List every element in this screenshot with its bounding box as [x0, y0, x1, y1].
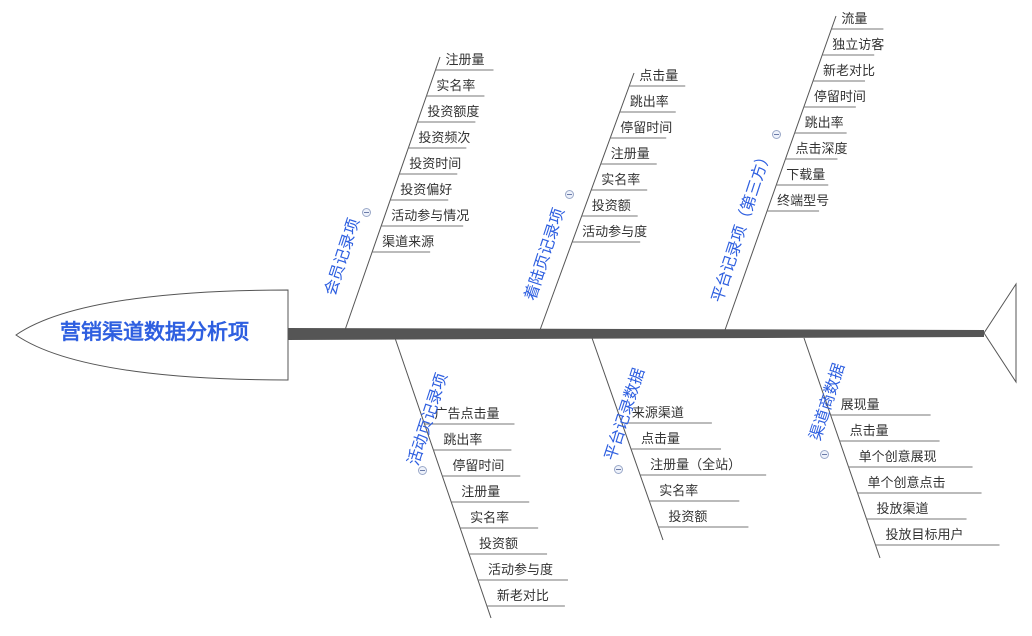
leaf-item: 实名率 — [436, 79, 476, 94]
collapse-toggle-icon[interactable] — [418, 466, 427, 475]
fish-head-shape — [15, 289, 289, 381]
leaf-item: 投资额 — [479, 537, 519, 552]
diagram-title: 营销渠道数据分析项 — [60, 320, 249, 344]
leaf-item: 独立访客 — [832, 38, 885, 53]
category-branch-line — [539, 72, 635, 331]
leaf-item: 点击量 — [639, 69, 679, 84]
category-branch-line — [803, 337, 881, 559]
category-branch-line — [591, 337, 664, 541]
collapse-toggle-icon[interactable] — [565, 190, 574, 199]
leaf-item: 单个创意展现 — [858, 450, 937, 465]
leaf-item: 实名率 — [470, 511, 510, 526]
category-branch-line — [394, 337, 492, 619]
leaf-item: 停留时间 — [452, 459, 505, 474]
leaf-item: 注册量 — [461, 485, 501, 500]
leaf-item: 实名率 — [659, 484, 699, 499]
leaf-item: 停留时间 — [620, 121, 673, 136]
leaf-item: 新老对比 — [496, 589, 549, 604]
leaf-item: 跳出率 — [804, 116, 844, 131]
category-branch-line — [344, 56, 441, 331]
leaf-item: 投资额度 — [427, 105, 480, 120]
leaf-item: 来源渠道 — [631, 406, 684, 421]
leaf-item: 终端型号 — [777, 194, 830, 209]
leaf-item: 点击量 — [641, 432, 681, 447]
leaf-item: 注册量 — [610, 147, 650, 162]
leaf-item: 活动参与情况 — [391, 209, 470, 224]
leaf-item: 投放目标用户 — [885, 528, 964, 543]
leaf-item: 注册量 — [445, 53, 485, 68]
collapse-toggle-icon[interactable] — [772, 130, 781, 139]
leaf-item: 投资额 — [591, 199, 631, 214]
leaf-item: 跳出率 — [443, 433, 483, 448]
leaf-item: 点击量 — [849, 424, 889, 439]
leaf-item: 投资额 — [668, 510, 708, 525]
leaf-item: 投资时间 — [409, 157, 462, 172]
leaf-item: 广告点击量 — [434, 407, 500, 422]
leaf-item: 展现量 — [840, 398, 880, 413]
collapse-toggle-icon[interactable] — [362, 208, 371, 217]
fish-spine — [288, 328, 984, 340]
leaf-item: 新老对比 — [823, 64, 876, 79]
leaf-item: 渠道来源 — [382, 235, 435, 250]
leaf-item: 点击深度 — [795, 142, 848, 157]
leaf-item: 下载量 — [786, 168, 826, 183]
leaf-item: 跳出率 — [629, 95, 669, 110]
leaf-item: 投资偏好 — [400, 183, 453, 198]
category-branch-line — [724, 15, 837, 331]
leaf-item: 注册量（全站） — [650, 458, 742, 473]
leaf-item: 单个创意点击 — [867, 476, 946, 491]
leaf-item: 停留时间 — [813, 90, 866, 105]
leaf-item: 活动参与度 — [582, 225, 648, 240]
leaf-item: 流量 — [841, 12, 868, 27]
fish-tail-shape — [983, 282, 1017, 384]
collapse-toggle-icon[interactable] — [614, 465, 623, 474]
collapse-toggle-icon[interactable] — [820, 450, 829, 459]
leaf-item: 投放渠道 — [876, 502, 929, 517]
leaf-item: 投资频次 — [418, 131, 471, 146]
leaf-item: 实名率 — [601, 173, 641, 188]
leaf-item: 活动参与度 — [487, 563, 553, 578]
